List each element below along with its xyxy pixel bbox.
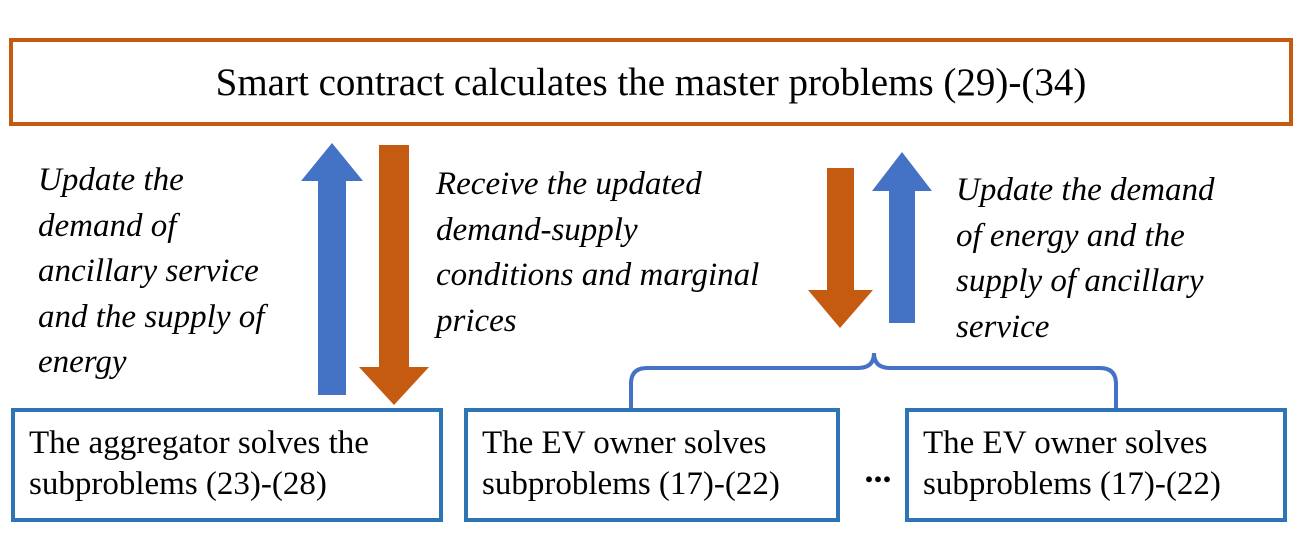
ev-owner-subproblem-box-2: The EV owner solves subproblems (17)-(22… xyxy=(905,408,1287,522)
right-label-line: supply of ancillary xyxy=(956,263,1204,299)
right-up-arrow xyxy=(872,152,932,323)
aggregator-box-line: The aggregator solves the xyxy=(29,425,369,461)
aggregator-box-line: subproblems (23)-(28) xyxy=(29,466,327,502)
master-problem-box: Smart contract calculates the master pro… xyxy=(9,38,1293,126)
left-label-line: ancillary service xyxy=(38,253,259,289)
left-label-line: energy xyxy=(38,344,127,380)
left-down-arrow xyxy=(359,145,429,405)
ellipsis: ... xyxy=(864,450,892,490)
ev-box-line: subproblems (17)-(22) xyxy=(482,466,780,502)
right-label-line: Update the demand xyxy=(956,172,1215,208)
right-label-line: of energy and the xyxy=(956,217,1185,254)
master-problem-text: Smart contract calculates the master pro… xyxy=(215,60,1087,104)
middle-label-line: Receive the updated xyxy=(436,166,702,202)
left-label-line: Update the xyxy=(38,162,184,198)
right-label-line: service xyxy=(956,308,1050,345)
middle-label-line: conditions and marginal xyxy=(436,257,760,293)
ev-box-line: subproblems (17)-(22) xyxy=(923,466,1221,502)
left-up-arrow xyxy=(301,143,363,395)
right-down-arrow xyxy=(808,168,873,328)
ev-box-line: The EV owner solves xyxy=(923,425,1208,461)
middle-arrow-label: Receive the updated demand-supply condit… xyxy=(436,162,759,344)
left-label-line: and the supply of xyxy=(38,298,265,335)
left-arrow-label: Update the demand of ancillary service a… xyxy=(38,158,264,386)
middle-label-line: prices xyxy=(436,302,517,339)
right-arrow-label: Update the demand of energy and the supp… xyxy=(956,168,1214,350)
middle-label-line: demand-supply xyxy=(436,211,638,248)
ev-owner-subproblem-box-1: The EV owner solves subproblems (17)-(22… xyxy=(464,408,840,522)
curly-brace xyxy=(629,352,1118,408)
ev-box-line: The EV owner solves xyxy=(482,425,767,461)
aggregator-subproblem-box: The aggregator solves the subproblems (2… xyxy=(11,408,443,522)
left-label-line: demand of xyxy=(38,207,177,244)
